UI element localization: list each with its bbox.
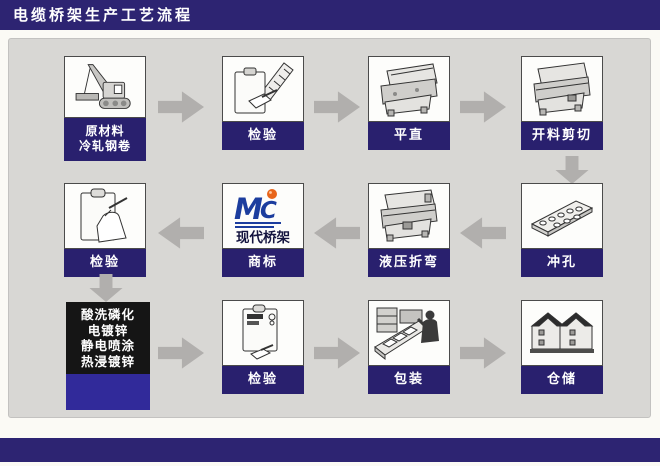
node-label: 检验 [222,122,304,150]
clipboard-ruler-icon [222,56,304,122]
node-label: 冲孔 [521,249,603,277]
node-label: 开料剪切 [521,122,603,150]
node-punch: 冲孔 [521,183,603,277]
node-label: 原材料 冷轧钢卷 [64,118,146,161]
surface-line: 静电喷涂 [80,338,135,353]
node-inspect-1: 检验 [222,56,304,150]
node-label: 液压折弯 [368,249,450,277]
node-bend: 液压折弯 [368,183,450,277]
clipboard-pen-icon [222,300,304,366]
node-store: 仓储 [521,300,603,394]
node-brand: M C 现代桥架 商标 [222,183,304,277]
node-inspect-2: 检验 [64,183,146,277]
flattening-machine-icon [368,56,450,122]
node-label: 仓储 [521,366,603,394]
node-label-line1: 原材料 [85,124,125,138]
node-label-line2: 冷轧钢卷 [78,139,131,153]
warehouse-icon [521,300,603,366]
node-surface-treatment: 酸洗磷化 电镀锌 静电喷涂 热浸镀锌 [66,302,150,410]
crane-icon [64,56,146,118]
node-label: 商标 [222,249,304,277]
shearing-machine-icon [521,56,603,122]
node-flatten: 平直 [368,56,450,150]
svg-text:M: M [234,192,263,226]
node-label: 包装 [368,366,450,394]
packing-line-icon [368,300,450,366]
node-label: 检验 [64,249,146,277]
surface-line: 电镀锌 [87,322,129,338]
node-label: 平直 [368,122,450,150]
node-label: 检验 [222,366,304,394]
brand-logo-text: 现代桥架 [236,229,290,246]
punched-strip-icon [521,183,603,249]
press-brake-icon [368,183,450,249]
surface-navy-block [66,374,150,410]
clipboard-hand-icon [64,183,146,249]
surface-treatment-list: 酸洗磷化 电镀锌 静电喷涂 热浸镀锌 [66,302,150,374]
surface-line: 热浸镀锌 [80,353,135,369]
footer-bar [0,438,660,462]
node-raw-material: 原材料 冷轧钢卷 [64,56,146,161]
page-title: 电缆桥架生产工艺流程 [0,0,660,30]
node-shear: 开料剪切 [521,56,603,150]
node-pack: 包装 [368,300,450,394]
surface-line: 酸洗磷化 [80,307,135,322]
node-inspect-3: 检验 [222,300,304,394]
svg-text:C: C [260,198,277,224]
brand-logo-icon: M C 现代桥架 [222,183,304,249]
